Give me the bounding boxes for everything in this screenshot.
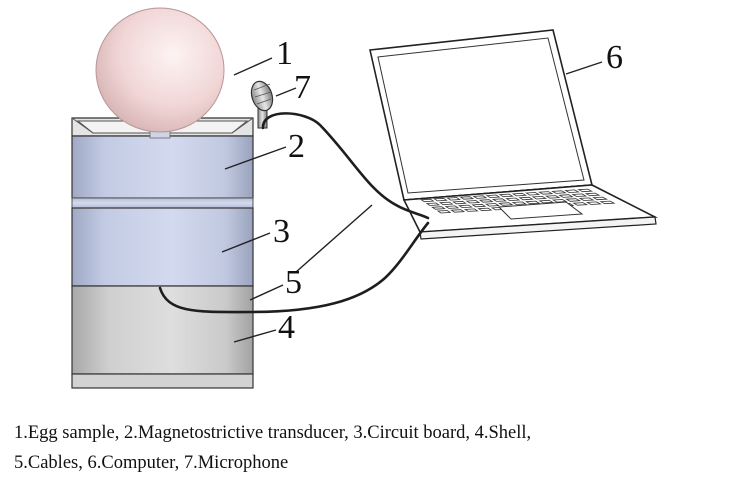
keyboard-key xyxy=(572,202,589,206)
laptop-screen xyxy=(377,37,585,194)
figure-caption: 1.Egg sample, 2.Magnetostrictive transdu… xyxy=(14,418,744,478)
callout-labels: 1 7 2 3 5 4 6 xyxy=(273,35,623,346)
keyboard-key xyxy=(565,198,582,202)
caption-line-2: 5.Cables, 6.Computer, 7.Microphone xyxy=(14,453,289,473)
callout-2: 2 xyxy=(288,128,305,165)
keyboard-key xyxy=(478,199,494,203)
laptop-keyboard xyxy=(420,188,616,214)
microphone-cable xyxy=(261,112,430,220)
keyboard-key xyxy=(511,192,528,197)
keyboard-key xyxy=(544,195,561,199)
egg-sample xyxy=(95,7,225,139)
device-cylinder xyxy=(71,117,254,389)
keyboard-key xyxy=(505,197,521,202)
keyboard-key xyxy=(458,204,473,209)
keyboard-key xyxy=(538,199,554,204)
laptop-touchpad xyxy=(497,201,584,220)
keyboard-key xyxy=(558,194,574,198)
keyboard-key xyxy=(599,200,616,205)
callout-6: 6 xyxy=(606,39,623,76)
keyboard-key xyxy=(431,206,446,210)
keyboard-key xyxy=(420,198,435,203)
caption-line-1: 1.Egg sample, 2.Magnetostrictive transdu… xyxy=(14,423,532,443)
keyboard-key xyxy=(538,191,554,195)
keyboard-key xyxy=(525,200,541,205)
microphone xyxy=(250,80,274,129)
laptop-computer xyxy=(369,29,658,240)
keyboard-key xyxy=(452,200,467,205)
keyboard-key xyxy=(439,201,454,206)
keyboard-key xyxy=(459,196,475,200)
keyboard-key xyxy=(444,205,460,209)
keyboard-key xyxy=(584,192,601,197)
callout-3: 3 xyxy=(273,213,290,250)
keyboard-key xyxy=(433,197,448,202)
experimental-setup-diagram: 1 7 2 3 5 4 6 xyxy=(71,7,658,389)
callout-1: 1 xyxy=(276,35,293,72)
keyboard-key xyxy=(578,197,595,201)
keyboard-key xyxy=(577,188,594,193)
keyboard-key xyxy=(436,210,452,214)
shell-base xyxy=(71,373,254,389)
keyboard-key xyxy=(485,194,501,199)
keyboard-key xyxy=(498,202,514,206)
keyboard-key xyxy=(446,197,461,201)
keyboard-key xyxy=(564,189,580,194)
keyboard-key xyxy=(450,209,466,213)
keyboard-key xyxy=(531,195,548,200)
keyboard-key xyxy=(465,200,481,204)
callout-7: 7 xyxy=(294,69,311,106)
keyboard-key xyxy=(491,198,507,202)
keyboard-key xyxy=(518,196,534,201)
keyboard-key xyxy=(425,202,441,206)
keyboard-key xyxy=(477,207,493,212)
magnetostrictive-transducer xyxy=(71,135,254,199)
keyboard-key xyxy=(571,193,588,197)
shell xyxy=(71,285,254,375)
keyboard-key xyxy=(471,203,487,208)
cables xyxy=(158,112,430,314)
circuit-board-section xyxy=(71,207,254,287)
keyboard-key xyxy=(463,208,479,212)
transducer-cable xyxy=(158,221,430,314)
keyboard-key xyxy=(524,192,541,196)
callout-4: 4 xyxy=(278,309,295,346)
section-band xyxy=(71,197,254,209)
keyboard-key xyxy=(484,203,500,207)
callout-5: 5 xyxy=(285,264,302,301)
keyboard-key xyxy=(592,196,609,201)
keyboard-key xyxy=(585,201,602,205)
leader-lines xyxy=(221,57,603,343)
keyboard-key xyxy=(511,201,527,205)
keyboard-key xyxy=(551,190,567,194)
keyboard-key xyxy=(472,195,488,199)
keyboard-key xyxy=(498,193,514,198)
